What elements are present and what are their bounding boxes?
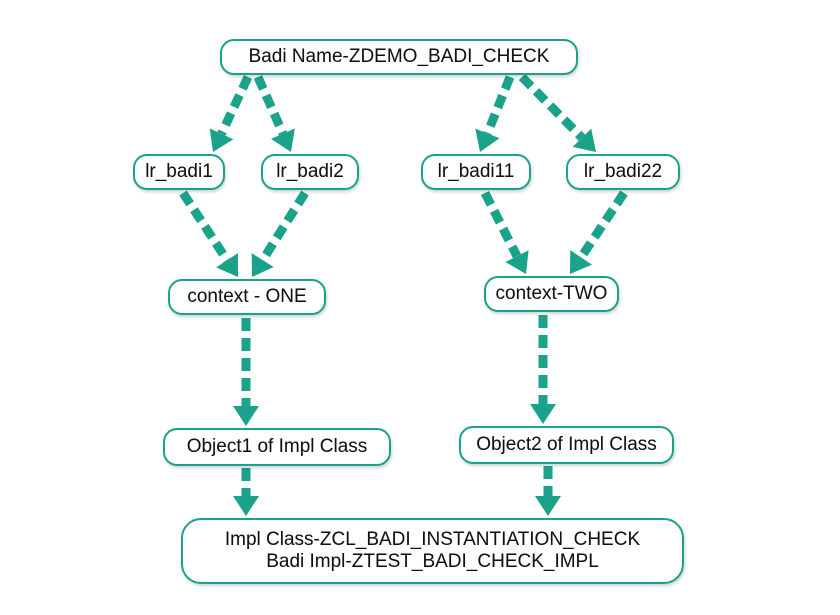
arrow-object1-to-impl — [233, 468, 259, 516]
node-impl-class: Impl Class-ZCL_BADI_INSTANTIATION_CHECK … — [181, 518, 684, 584]
node-object2-label: Object2 of Impl Class — [476, 434, 657, 456]
node-lr-badi2-label: lr_badi2 — [276, 161, 344, 183]
arrow-shaft — [217, 75, 253, 136]
node-lr-badi2: lr_badi2 — [261, 154, 359, 190]
node-lr-badi22: lr_badi22 — [566, 154, 680, 190]
arrow-head — [251, 253, 274, 277]
arrow-object2-to-impl — [535, 466, 561, 516]
node-lr-badi22-label: lr_badi22 — [583, 161, 663, 183]
arrow-root-to-lr-badi1 — [209, 75, 253, 152]
arrow-head — [530, 404, 556, 424]
arrow-head — [233, 496, 259, 516]
node-object1-label: Object1 of Impl Class — [186, 436, 368, 458]
arrow-shaft — [258, 190, 309, 263]
arrow-shaft — [179, 190, 231, 263]
node-impl-class-label: Impl Class-ZCL_BADI_INSTANTIATION_CHECK — [224, 529, 641, 551]
arrow-context-two-to-object2 — [530, 315, 556, 424]
arrow-head — [572, 128, 596, 152]
arrow-lr-badi11-to-context-two — [480, 190, 529, 274]
node-object2: Object2 of Impl Class — [459, 426, 674, 464]
node-impl-badi-label: Badi Impl-ZTEST_BADI_CHECK_IMPL — [266, 551, 599, 572]
node-context-two: context-TWO — [484, 276, 619, 312]
arrow-lr-badi1-to-context-one — [179, 190, 238, 277]
node-context-one: context - ONE — [168, 279, 326, 315]
arrow-head — [216, 253, 238, 277]
arrow-lr-badi2-to-context-one — [251, 190, 309, 277]
node-badi-name: Badi Name-ZDEMO_BADI_CHECK — [220, 39, 578, 75]
node-context-one-label: context - ONE — [187, 286, 307, 308]
arrow-shaft — [253, 75, 288, 136]
node-lr-badi1-label: lr_badi1 — [145, 161, 213, 183]
arrow-lr-badi22-to-context-two — [570, 190, 628, 274]
arrow-root-to-lr-badi2 — [253, 75, 295, 152]
node-lr-badi11: lr_badi11 — [421, 154, 531, 190]
node-lr-badi11-label: lr_badi11 — [437, 161, 515, 183]
arrow-head — [233, 406, 259, 426]
arrow-head — [535, 496, 561, 516]
arrow-shaft — [480, 190, 521, 259]
arrow-shaft — [577, 190, 628, 260]
arrow-shaft — [518, 73, 586, 141]
node-object1: Object1 of Impl Class — [163, 428, 391, 466]
arrow-shaft — [483, 75, 515, 136]
arrow-head — [570, 250, 592, 274]
node-badi-name-label: Badi Name-ZDEMO_BADI_CHECK — [248, 46, 550, 68]
node-lr-badi1: lr_badi1 — [133, 154, 225, 190]
arrow-head — [505, 250, 529, 274]
arrow-root-to-lr-badi22 — [518, 73, 596, 152]
arrow-context-one-to-object1 — [233, 318, 259, 426]
arrow-head — [475, 128, 500, 152]
arrow-head — [209, 128, 234, 152]
arrow-head — [271, 128, 295, 152]
arrow-root-to-lr-badi11 — [475, 75, 515, 152]
node-context-two-label: context-TWO — [495, 283, 608, 305]
